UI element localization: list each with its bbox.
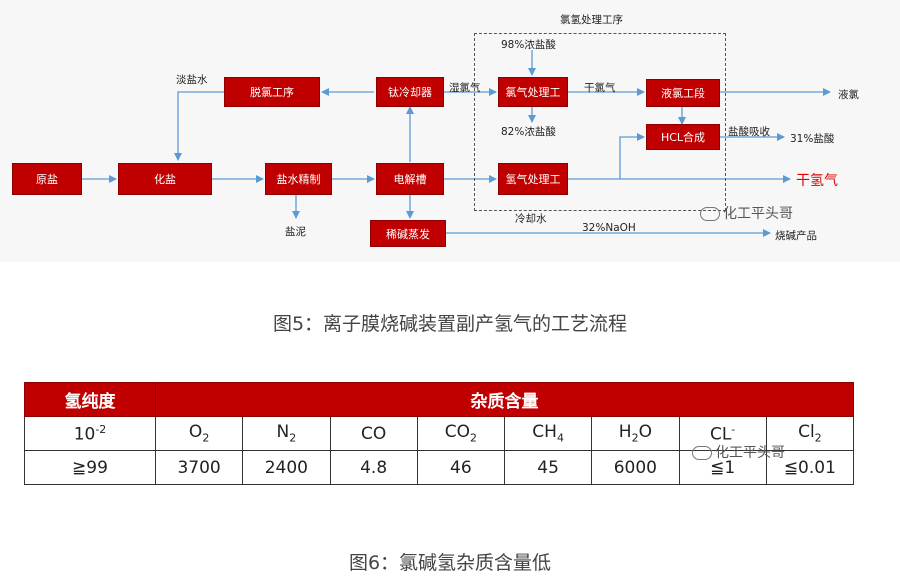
label-hcl-absorb: 盐酸吸收	[728, 126, 770, 138]
node-brine-refine: 盐水精制	[265, 163, 332, 195]
label-hcl82: 82%浓盐酸	[501, 126, 556, 138]
wechat-icon	[692, 446, 712, 460]
label-caustic-product: 烧碱产品	[775, 230, 817, 242]
figure-5-caption: 图5：离子膜烧碱装置副产氢气的工艺流程	[272, 313, 628, 335]
purity-value: ≧99	[24, 450, 156, 485]
flow-arrows	[82, 50, 831, 237]
label-hcl31: 31%盐酸	[790, 133, 835, 145]
label-dilute-brine: 淡盐水	[176, 74, 208, 86]
node-raw-salt: 原盐	[12, 163, 82, 195]
wechat-icon	[700, 207, 720, 221]
watermark-table: 化工平头哥	[692, 442, 785, 462]
arrow-h2-to-hcl	[619, 133, 645, 179]
impurity-column-header: N2	[242, 416, 331, 451]
label-hcl98: 98%浓盐酸	[501, 39, 556, 51]
label-wet-cl: 湿氯气	[449, 82, 481, 94]
node-electrolyzer: 电解槽	[376, 163, 444, 195]
impurity-column-header: Cl2	[765, 416, 855, 451]
process-flow-diagram: 氯氢处理工序 原盐 化盐 盐水精制 电解槽 脱氯工序 钛冷却器 氯气处理工 液氯…	[0, 0, 900, 262]
label-h2-out: 干氢气	[796, 173, 838, 189]
table-header-row: 氢纯度 杂质含量	[24, 382, 854, 417]
impurity-column-header: CL-	[678, 416, 767, 451]
impurity-value: 3700	[154, 450, 244, 485]
unit-cell: 10-2	[24, 416, 156, 451]
label-dry-cl: 干氯气	[584, 82, 616, 94]
purity-header: 氢纯度	[24, 382, 156, 417]
impurity-column-header: CO	[329, 416, 418, 451]
impurity-value: ≦0.01	[765, 450, 855, 485]
impurity-value: 45	[503, 450, 593, 485]
label-salt-mud: 盐泥	[285, 226, 306, 238]
watermark: 化工平头哥	[700, 203, 793, 223]
node-dechlorination: 脱氯工序	[224, 77, 320, 107]
label-liquid-cl-out: 液氯	[838, 89, 859, 101]
impurity-value: 46	[416, 450, 506, 485]
node-cl-treatment: 氯气处理工	[498, 77, 568, 107]
label-naoh32: 32%NaOH	[582, 222, 636, 234]
impurity-value: 2400	[242, 450, 331, 485]
impurity-value: 4.8	[329, 450, 418, 485]
node-dissolve-salt: 化盐	[118, 163, 212, 195]
impurity-value: 6000	[591, 450, 680, 485]
node-hcl-synthesis: HCL合成	[646, 124, 720, 150]
impurity-header: 杂质含量	[155, 382, 854, 417]
label-cooling-water: 冷却水	[515, 213, 547, 225]
group-label: 氯氢处理工序	[560, 14, 623, 26]
node-ti-cooler: 钛冷却器	[376, 77, 444, 107]
impurity-column-header: CH4	[503, 416, 593, 451]
impurity-column-header: O2	[154, 416, 244, 451]
watermark-text: 化工平头哥	[715, 445, 785, 461]
node-liquid-cl: 液氯工段	[646, 79, 720, 107]
impurity-column-header: CO2	[416, 416, 506, 451]
impurity-column-header: H2O	[591, 416, 680, 451]
node-h2-treatment: 氢气处理工	[498, 163, 568, 195]
impurity-value: ≦1	[678, 450, 767, 485]
arrow-dechlor-to-dissolve	[174, 91, 224, 161]
figure-6-caption: 图6：氯碱氢杂质含量低	[348, 552, 552, 574]
node-naoh-evap: 稀碱蒸发	[370, 220, 446, 247]
watermark-text: 化工平头哥	[723, 206, 793, 222]
cl-h2-treatment-group	[474, 33, 726, 211]
